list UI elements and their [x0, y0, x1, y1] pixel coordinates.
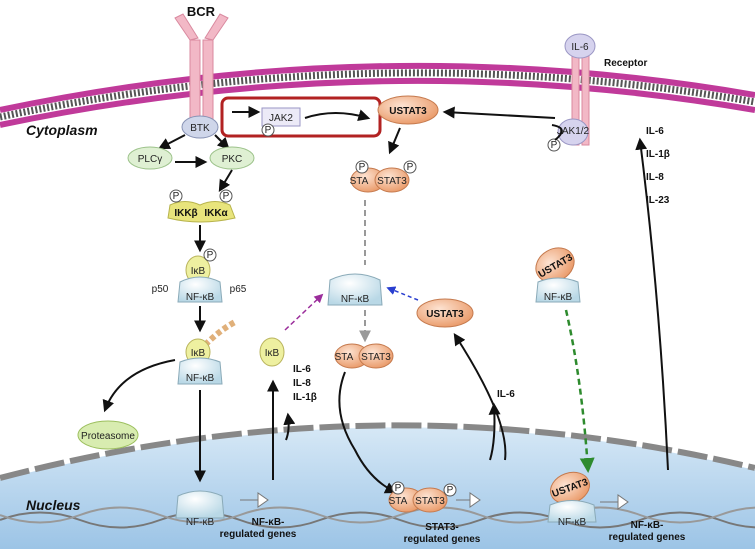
- cytoplasm-label: Cytoplasm: [26, 122, 98, 138]
- stat3-genes-line1: STAT3-: [425, 522, 459, 533]
- jak2-label: JAK2: [269, 113, 293, 124]
- cytokine-left-2: IL-1β: [293, 392, 317, 403]
- ikb-label-2: IκB: [191, 348, 206, 359]
- btk-label: BTK: [190, 123, 210, 134]
- plcg-node: [127, 146, 173, 170]
- ikkb-label: IKKβ: [174, 208, 197, 219]
- phospho-stat3-nuc-b: P: [447, 485, 454, 496]
- phospho-jak12: P: [551, 140, 558, 151]
- pkc-node: [209, 146, 255, 170]
- phospho-stat3-nuc-a: P: [395, 483, 402, 494]
- cytokine-left-1: IL-8: [293, 378, 311, 389]
- ikka-label: IKKα: [204, 208, 228, 219]
- btk-node: [181, 115, 219, 139]
- sta-mid-label: STA: [335, 352, 354, 363]
- ikb-label-1: IκB: [191, 266, 206, 277]
- ikb-label-free: IκB: [265, 348, 280, 359]
- sta-nuc-label: STA: [389, 496, 408, 507]
- nfkb-complex-2: [177, 357, 223, 385]
- nfkb-nuc-left: [175, 490, 225, 519]
- plasma-membrane: [0, 62, 755, 128]
- nfkb-label-1: NF-κB: [186, 292, 215, 303]
- phospho-ikka: P: [223, 191, 230, 202]
- nfkb-label-center: NF-κB: [341, 294, 370, 305]
- nfkb-complex-1: [177, 276, 223, 303]
- ustat3-mid-label: USTAT3: [426, 309, 464, 320]
- proteasome-label: Proteasome: [81, 431, 135, 442]
- nfkb-genes-left-line2: regulated genes: [220, 529, 297, 540]
- sta-top-label: STA: [350, 176, 369, 187]
- phospho-stat3-a: P: [359, 162, 366, 173]
- proteasome-node: [77, 420, 139, 450]
- ustat3-top-node: [377, 95, 439, 125]
- stat3-genes-line2: regulated genes: [404, 534, 481, 545]
- cytokine-right-2: IL-8: [646, 172, 664, 183]
- pkc-label: PKC: [222, 154, 243, 165]
- bcr-receptor: [174, 13, 229, 131]
- phospho-jak2: P: [265, 125, 272, 136]
- stat3-nuc-label: STAT3: [415, 496, 445, 507]
- cytokine-right-1: IL-1β: [646, 149, 670, 160]
- nfkb-label-nuc-left: NF-κB: [186, 517, 215, 528]
- jak12-label: JAK1/2: [557, 126, 590, 137]
- nfkb-free-center: [327, 273, 383, 306]
- ustat3-top-label: USTAT3: [389, 106, 427, 117]
- nfkb-label-right: NF-κB: [544, 292, 573, 303]
- plcg-label: PLCγ: [138, 154, 162, 165]
- nucleus-label: Nucleus: [26, 497, 81, 513]
- bcr-label: BCR: [187, 4, 216, 19]
- receptor-label: Receptor: [604, 58, 647, 69]
- ikk-complex: [167, 201, 236, 223]
- nfkb-label-2: NF-κB: [186, 373, 215, 384]
- phospho-stat3-b: P: [407, 162, 414, 173]
- nfkb-genes-left-line1: NF-κB-: [252, 517, 285, 528]
- stat3-mid-label: STAT3: [361, 352, 391, 363]
- p65-label: p65: [230, 284, 247, 295]
- nfkb-genes-right-line2: regulated genes: [609, 532, 686, 543]
- il6-receptor: [564, 33, 596, 146]
- il6-ligand-label: IL-6: [571, 42, 589, 53]
- nfkb-genes-right-line1: NF-κB-: [631, 520, 664, 531]
- cytokine-il6-mid: IL-6: [497, 389, 515, 400]
- nfkb-label-nuc-right: NF-κB: [558, 517, 587, 528]
- phospho-ikkb: P: [173, 191, 180, 202]
- highlight-box: [220, 96, 382, 138]
- cytokine-left-0: IL-6: [293, 364, 311, 375]
- cytokine-right-0: IL-6: [646, 126, 664, 137]
- p50-label: p50: [152, 284, 169, 295]
- jak2-node: [261, 107, 301, 127]
- phospho-ikb-1: P: [207, 250, 214, 261]
- stat3-top-label: STAT3: [377, 176, 407, 187]
- nfkb-nuc-right: [547, 500, 597, 523]
- ustat3-mid-node: [416, 298, 474, 328]
- cytokine-right-3: IL-23: [646, 195, 670, 206]
- nfkb-right-complex: [535, 277, 581, 303]
